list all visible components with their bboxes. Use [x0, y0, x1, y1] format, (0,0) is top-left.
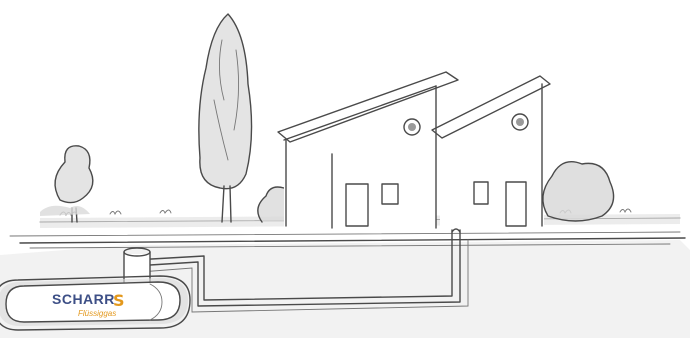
tall-poplar-tree [199, 14, 252, 222]
gas-tank: SCHARR S Flüssiggas [0, 276, 190, 330]
tank-brand-label: SCHARR [52, 291, 115, 307]
house-left [278, 72, 458, 228]
tank-subtitle: Flüssiggas [78, 309, 116, 318]
tank-brand-mark: S [113, 291, 125, 310]
bush-right [543, 162, 614, 221]
small-tree-left [40, 146, 93, 222]
house-right [432, 76, 550, 226]
